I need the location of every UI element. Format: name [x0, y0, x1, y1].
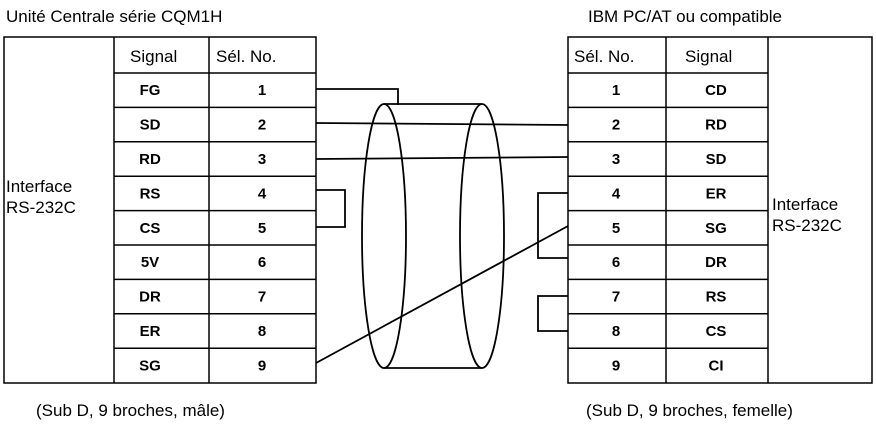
wire-rd-sd	[315, 156, 569, 160]
cable-shield	[361, 103, 505, 369]
right-signal-cell: CI	[709, 357, 724, 374]
left-pin-cell: 2	[258, 117, 266, 134]
left-interface-line2: RS-232C	[6, 198, 76, 217]
left-pin-cell: 9	[258, 357, 266, 374]
right-signal-cell: CD	[705, 82, 727, 99]
left-signal-cell: 5V	[141, 254, 159, 271]
right-signal-cell: CS	[706, 323, 727, 340]
wire-sd-rd	[315, 122, 569, 126]
left-col-pin: Sél. No.	[216, 47, 276, 66]
left-footer: (Sub D, 9 broches, mâle)	[36, 401, 225, 420]
right-pin-cell: 8	[612, 323, 620, 340]
left-title: Unité Centrale série CQM1H	[6, 7, 222, 26]
left-signal-cell: RS	[140, 185, 161, 202]
right-interface-line2: RS-232C	[772, 216, 842, 235]
right-pin-cell: 5	[612, 220, 620, 237]
right-signal-cell: SD	[706, 151, 727, 168]
left-interface-line1: Interface	[6, 177, 72, 196]
right-col-pin: Sél. No.	[574, 47, 634, 66]
left-signal-cell: DR	[139, 289, 161, 306]
right-pin-cell: 6	[612, 254, 620, 271]
left-pin-cell: 6	[258, 254, 266, 271]
left-pin-cell: 8	[258, 323, 266, 340]
left-pin-cell: 5	[258, 220, 266, 237]
right-signal-cell: SG	[705, 220, 727, 237]
wire-sg-sg	[315, 225, 569, 364]
left-signal-cell: SD	[140, 117, 161, 134]
right-col-signal: Signal	[685, 47, 732, 66]
wire-fg-shield	[316, 88, 399, 105]
right-signal-cell: ER	[706, 185, 727, 202]
wire-rs-cs-loop-right	[537, 295, 568, 332]
wire-rs-cs-loop	[316, 189, 346, 228]
wire-er-dr-loop	[537, 192, 568, 259]
right-signal-cell: RS	[706, 289, 727, 306]
right-pin-cell: 2	[612, 117, 620, 134]
cable-wires	[315, 88, 569, 364]
right-pin-cell: 1	[612, 82, 620, 99]
right-signal-cell: DR	[705, 254, 727, 271]
right-pin-cell: 9	[612, 357, 620, 374]
right-signal-cell: RD	[705, 117, 727, 134]
left-signal-cell: RD	[139, 151, 161, 168]
right-pin-cell: 4	[612, 185, 621, 202]
left-pin-cell: 3	[258, 151, 266, 168]
left-pin-cell: 1	[258, 82, 266, 99]
left-col-signal: Signal	[130, 47, 177, 66]
right-interface-line1: Interface	[772, 195, 838, 214]
left-signal-cell: CS	[140, 220, 161, 237]
right-pin-cell: 7	[612, 289, 620, 306]
right-footer: (Sub D, 9 broches, femelle)	[586, 401, 793, 420]
left-signal-cell: FG	[140, 82, 161, 99]
right-pin-cell: 3	[612, 151, 620, 168]
left-signal-cell: SG	[139, 357, 161, 374]
left-pin-cell: 7	[258, 289, 266, 306]
left-signal-cell: ER	[140, 323, 161, 340]
left-pin-cell: 4	[258, 185, 267, 202]
right-title: IBM PC/AT ou compatible	[588, 7, 782, 26]
